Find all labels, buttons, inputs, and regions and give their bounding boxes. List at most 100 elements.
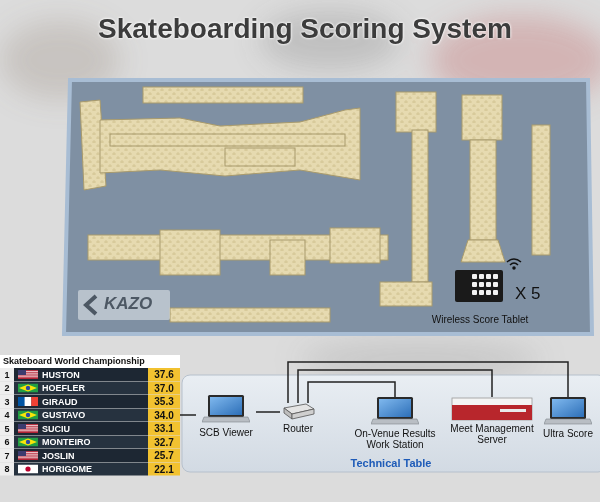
score-cell (148, 436, 180, 449)
photo-backdrop (0, 10, 600, 380)
server-front (452, 405, 532, 420)
score-cell (148, 463, 180, 476)
node-label: On-Venue Results Work Station (349, 428, 441, 450)
score-value: 33.1 (148, 423, 180, 434)
table-header (0, 355, 180, 368)
network-cable (288, 362, 568, 403)
athlete-name: JOSLIN (42, 451, 75, 461)
name-cell (14, 463, 148, 476)
athlete-name: HOEFLER (42, 383, 85, 393)
node-label: Skateboard World Championship (0, 355, 180, 368)
box (462, 95, 502, 140)
rank-cell (0, 436, 14, 449)
flag-icon (18, 438, 38, 447)
box (396, 92, 436, 132)
node-label: Technical Table (182, 457, 600, 469)
wifi-dot (513, 267, 515, 269)
score-cell (148, 395, 180, 408)
tablet-key (493, 290, 498, 295)
wifi-arc (507, 259, 521, 262)
tablet-key (472, 274, 477, 279)
ledge (110, 134, 345, 146)
tablet-key (493, 274, 498, 279)
rail (532, 125, 550, 255)
node-label: SCB Viewer (196, 427, 256, 438)
network-cable (308, 382, 395, 403)
rank-number: 5 (0, 424, 14, 434)
score-value: 34.0 (148, 410, 180, 421)
tablet-key (472, 290, 477, 295)
rank-number: 1 (0, 370, 14, 380)
node-label: Ultra Score (540, 428, 596, 439)
router-icon (292, 409, 314, 419)
score-value: 35.3 (148, 396, 180, 407)
leaderboard-rows (0, 368, 180, 476)
flag-icon (18, 424, 38, 433)
tablet-key (472, 282, 477, 287)
rail (170, 308, 330, 322)
laptop-icon (371, 397, 419, 424)
rank-cell (0, 395, 14, 408)
wifi-icon (507, 259, 521, 269)
flag-icon (18, 397, 38, 406)
diagram-title: Skateboarding Scoring System (98, 13, 512, 45)
logo-text: KAZO (104, 294, 152, 314)
box (380, 282, 432, 306)
rank-cell (0, 409, 14, 422)
rank-number: 6 (0, 437, 14, 447)
box (330, 228, 380, 263)
athlete-name: MONTEIRO (42, 437, 91, 447)
rank-number: 3 (0, 397, 14, 407)
park-obstacles (80, 87, 550, 322)
score-value: 37.6 (148, 369, 180, 380)
athlete-name: GUSTAVO (42, 410, 85, 420)
score-cell (148, 449, 180, 462)
name-cell (14, 449, 148, 462)
tablet-key (479, 290, 484, 295)
stairs (160, 230, 220, 275)
node-label: Router (280, 423, 316, 434)
athlete-name: HORIGOME (42, 464, 92, 474)
rank-cell (0, 422, 14, 435)
network-cable (180, 414, 196, 416)
athlete-name: SUCIU (42, 424, 70, 434)
flag-icon (18, 370, 38, 379)
tablet-icon (455, 270, 503, 302)
device-node: Router (280, 403, 316, 434)
tablet-key (486, 290, 491, 295)
rank-number: 2 (0, 383, 14, 393)
logo-mark (86, 296, 96, 314)
device-node: SCB Viewer (196, 395, 256, 438)
flag-icon (18, 384, 38, 393)
flag-icon (18, 451, 38, 460)
server-icon (452, 398, 532, 420)
device-node: On-Venue Results Work Station (349, 397, 441, 450)
athlete-name: GIRAUD (42, 397, 78, 407)
score-value: 25.7 (148, 450, 180, 461)
rank-cell (0, 382, 14, 395)
rank-cell (0, 368, 14, 381)
node-label: Meet Management Server (446, 423, 538, 445)
wifi-arc (510, 263, 518, 265)
count-label: X 5 (515, 284, 541, 304)
name-cell (14, 368, 148, 381)
node-label: Wireless Score Tablet (425, 314, 535, 325)
ramp (461, 240, 505, 262)
blur-shape (300, 340, 540, 380)
technical-table-panel: Technical Table SCB Viewer Router On-Venue … (182, 375, 600, 472)
rank-cell (0, 463, 14, 476)
score-cell (148, 409, 180, 422)
tablet-node: X 5Wireless Score Tablet (425, 262, 535, 328)
ledge (225, 148, 295, 166)
network-cable (298, 370, 492, 403)
laptop-icon (544, 397, 592, 424)
technical-panel (182, 375, 600, 472)
name-cell (14, 436, 148, 449)
ledge (143, 87, 303, 103)
rank-cell (0, 449, 14, 462)
name-cell (14, 382, 148, 395)
tablet-key (493, 282, 498, 287)
tablet-key (479, 282, 484, 287)
score-value: 22.1 (148, 464, 180, 475)
device-node: Meet Management Server (446, 397, 538, 445)
